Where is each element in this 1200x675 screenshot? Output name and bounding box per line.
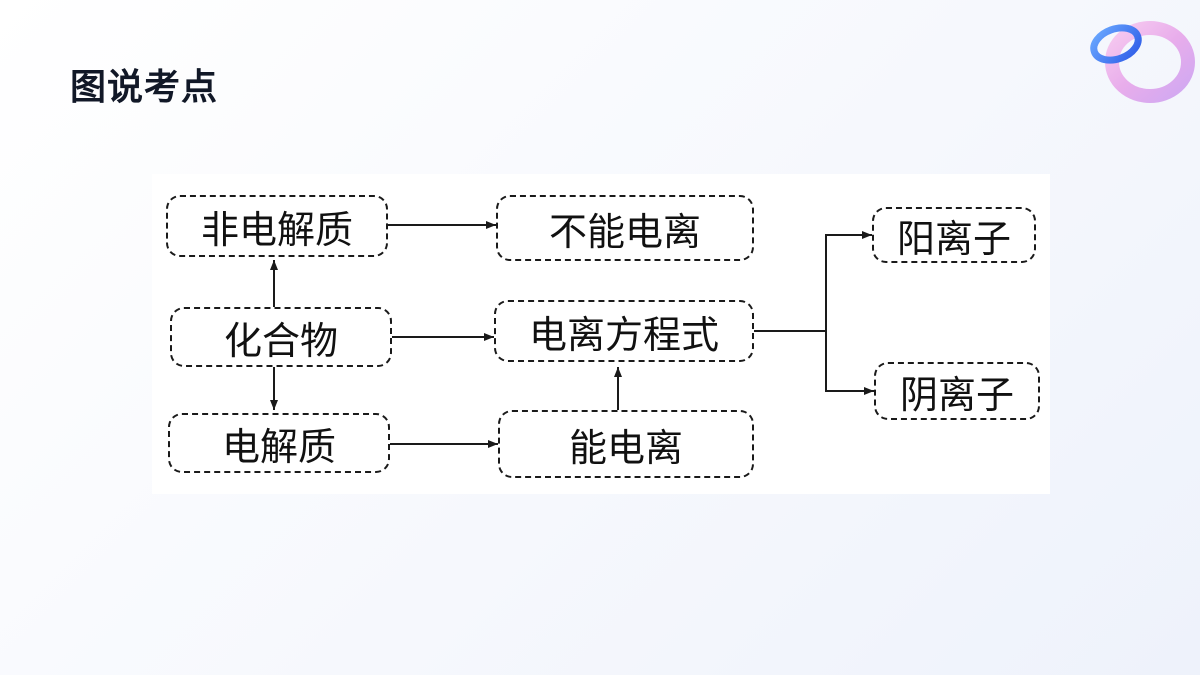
arrow-to-cation (825, 231, 872, 331)
node-ionization-equation: 电离方程式 (494, 300, 754, 362)
node-no-ionize: 不能电离 (496, 195, 754, 261)
node-non-electrolyte: 非电解质 (166, 195, 388, 257)
node-can-ionize: 能电离 (498, 410, 754, 478)
node-electrolyte: 电解质 (168, 413, 390, 473)
diagram-connectors (270, 221, 874, 448)
node-compound: 化合物 (170, 307, 392, 367)
slide-title: 图说考点 (70, 67, 219, 108)
ring-logo-icon (1080, 0, 1200, 110)
concept-diagram: 非电解质 不能电离 化合物 电离方程式 电解质 能电离 阳离子 阴离子 (152, 174, 1050, 494)
node-anion: 阴离子 (874, 362, 1040, 420)
node-cation: 阳离子 (872, 207, 1036, 263)
arrow-to-anion (825, 331, 874, 395)
